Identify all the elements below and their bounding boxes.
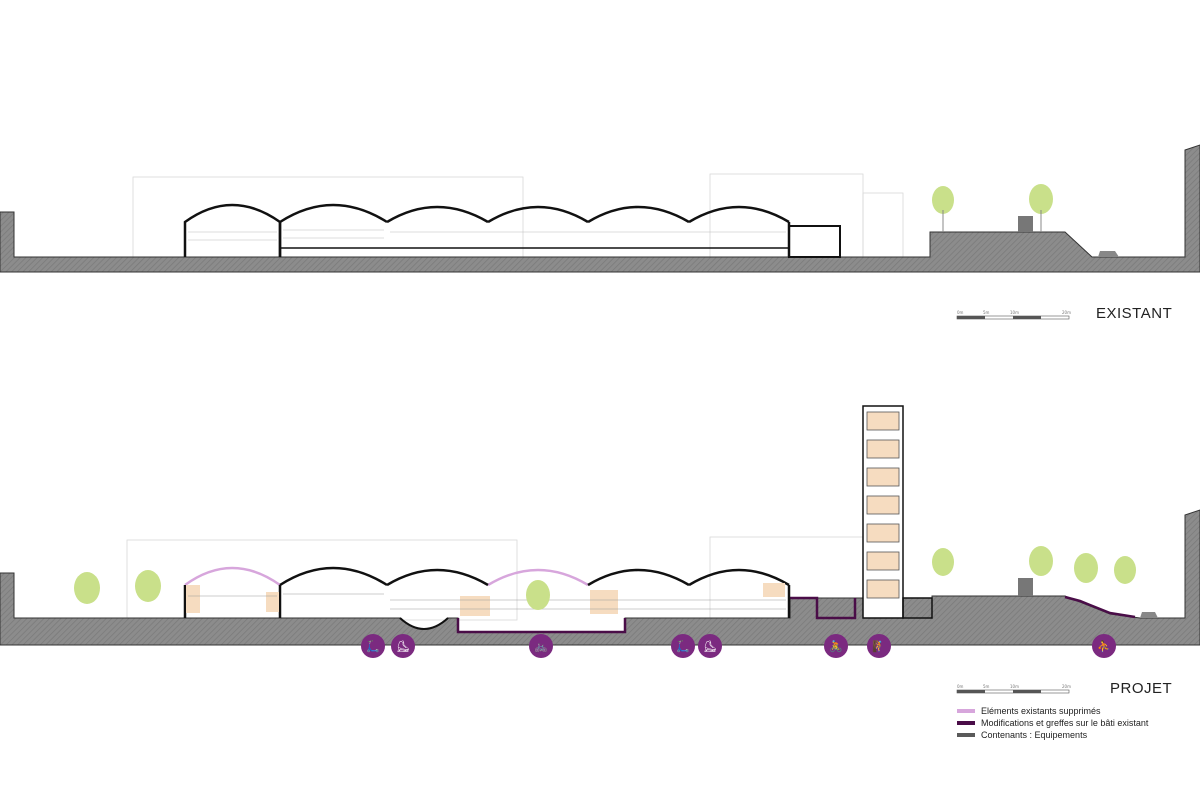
activity-icons: 🛴 ⛸ 🚲 🛴 ⛸ 🚴 🧗 ⛹ xyxy=(361,634,1116,658)
skater-icon: ⛹ xyxy=(1092,634,1116,658)
existing-ground xyxy=(0,144,1200,273)
existing-background-buildings xyxy=(132,173,904,259)
scooter-icon-background xyxy=(671,634,695,658)
existing-vehicle xyxy=(1018,216,1033,232)
project-halls xyxy=(183,566,791,630)
project-car xyxy=(1140,612,1158,618)
climbing-icon-glyph: 🧗 xyxy=(872,640,886,653)
section-title-project: PROJET xyxy=(1110,680,1173,697)
existing-halls xyxy=(183,203,841,258)
skater-icon-background xyxy=(1092,634,1116,658)
bmx-icon-background xyxy=(824,634,848,658)
scale-tick-3: 20m xyxy=(1062,684,1071,689)
project-section xyxy=(0,405,1200,646)
legend-swatch-removed xyxy=(957,709,975,713)
project-rooms xyxy=(186,583,785,616)
scale-tick-0: 0m xyxy=(957,310,964,315)
bicycle-icon: 🚲 xyxy=(529,634,553,658)
scooter-icon-glyph: 🛴 xyxy=(676,640,690,653)
project-tower xyxy=(862,405,933,619)
section-title-existing: EXISTANT xyxy=(1096,305,1173,322)
scale-tick-2: 10m xyxy=(1010,310,1019,315)
scale-tick-2: 10m xyxy=(1010,684,1019,689)
legend-swatch-containers xyxy=(957,733,975,737)
scale-tick-1: 5m xyxy=(983,310,990,315)
legend-label: Eléments existants supprimés xyxy=(981,706,1101,716)
scooter-icon: 🛴 xyxy=(671,634,695,658)
skateboard-icon-glyph: ⛸ xyxy=(396,640,410,653)
bicycle-icon-background xyxy=(529,634,553,658)
legend-swatch-modifications xyxy=(957,721,975,725)
scooter-icon: 🛴 xyxy=(361,634,385,658)
existing-car xyxy=(1098,251,1119,257)
skateboard-icon: ⛸ xyxy=(391,634,415,658)
legend-label: Contenants : Equipements xyxy=(981,730,1088,740)
project-interior-lines xyxy=(188,593,786,610)
legend-label: Modifications et greffes sur le bâti exi… xyxy=(981,718,1149,728)
skateboard-icon: ⛸ xyxy=(698,634,722,658)
scale-tick-3: 20m xyxy=(1062,310,1071,315)
scooter-icon-glyph: 🛴 xyxy=(366,640,380,653)
bicycle-icon-glyph: 🚲 xyxy=(534,640,548,653)
legend-item-containers: Contenants : Equipements xyxy=(957,729,1148,741)
skateboard-icon-glyph: ⛸ xyxy=(703,640,717,653)
skateboard-icon-background xyxy=(698,634,722,658)
legend-item-removed: Eléments existants supprimés xyxy=(957,705,1148,717)
project-vehicle xyxy=(1018,578,1033,596)
legend: Eléments existants supprimés Modificatio… xyxy=(957,705,1148,741)
climbing-icon: 🧗 xyxy=(867,634,891,658)
project-removed xyxy=(184,566,589,587)
skater-icon-glyph: ⛹ xyxy=(1097,639,1111,653)
existing-scale-bar: 0m 5m 10m 20m xyxy=(956,310,1071,320)
project-trees xyxy=(74,546,1136,610)
climbing-icon-background xyxy=(867,634,891,658)
legend-item-modifications: Modifications et greffes sur le bâti exi… xyxy=(957,717,1148,729)
bmx-icon-glyph: 🚴 xyxy=(829,640,843,653)
skateboard-icon-background xyxy=(391,634,415,658)
project-modifications xyxy=(456,595,1136,634)
scale-tick-0: 0m xyxy=(957,684,964,689)
existing-trees xyxy=(932,184,1053,232)
scooter-icon-background xyxy=(361,634,385,658)
existing-hall-glazing xyxy=(188,229,786,241)
existing-section xyxy=(0,144,1200,273)
scale-tick-1: 5m xyxy=(983,684,990,689)
project-background-buildings xyxy=(126,536,864,622)
bmx-icon: 🚴 xyxy=(824,634,848,658)
project-scale-bar: 0m 5m 10m 20m xyxy=(956,684,1071,694)
